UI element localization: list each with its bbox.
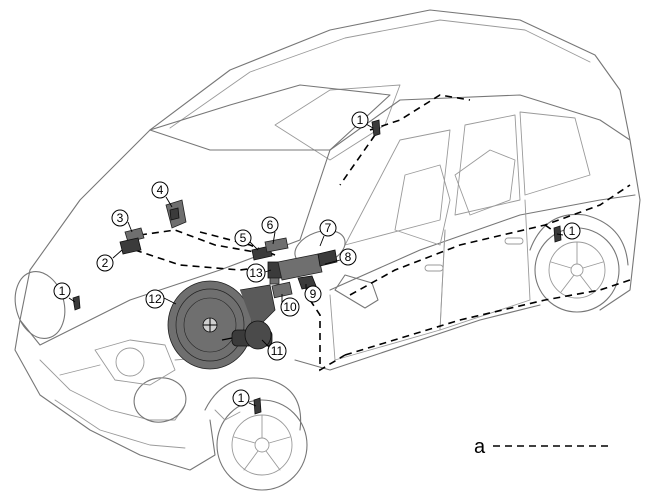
front-wheel	[204, 377, 308, 491]
svg-text:10: 10	[283, 300, 297, 314]
transfer-case	[167, 280, 276, 370]
callout-13: 13	[246, 263, 266, 283]
sill-line	[294, 304, 541, 371]
callout-9: 9	[304, 285, 322, 303]
roof-outline	[149, 9, 631, 141]
callout-2: 2	[96, 254, 114, 272]
callout-3: 3	[111, 209, 129, 227]
vehicle-outline	[14, 9, 641, 491]
wiring-harness	[134, 94, 631, 372]
grille	[39, 359, 186, 421]
wire-lower-link	[134, 249, 256, 271]
door-handle-front	[424, 264, 444, 272]
svg-text:5: 5	[240, 231, 247, 245]
front-seat	[394, 164, 451, 246]
door-handle-rear	[504, 237, 524, 245]
callouts: 1 1 1 1 2 3 4 5	[53, 111, 581, 407]
side-window-front	[344, 129, 451, 246]
callout-11: 11	[267, 341, 287, 361]
svg-text:8: 8	[345, 250, 352, 264]
callout-1-front-wheel: 1	[232, 389, 250, 407]
side-mirror	[334, 274, 379, 309]
headlight-right	[133, 377, 187, 423]
side-body	[329, 94, 641, 311]
control-module-6	[264, 237, 289, 253]
wire-front-link	[139, 229, 256, 253]
legend-label: a	[474, 436, 486, 458]
callout-10: 10	[280, 297, 300, 317]
roof-rail	[169, 19, 591, 129]
svg-text:2: 2	[102, 256, 109, 270]
svg-text:12: 12	[148, 292, 162, 306]
rear-door	[439, 199, 531, 331]
front-axle	[214, 409, 241, 421]
svg-text:9: 9	[310, 287, 317, 301]
beltline	[329, 194, 636, 291]
module-10	[271, 281, 293, 299]
callout-6: 6	[261, 216, 279, 234]
wire-to-rear-sensor	[544, 224, 556, 233]
wire-roof	[369, 94, 471, 131]
rear-seat	[454, 149, 516, 216]
svg-text:11: 11	[271, 344, 284, 358]
module-4-mount	[169, 207, 180, 221]
callout-7: 7	[319, 219, 337, 237]
callout-1-roof: 1	[351, 111, 369, 129]
legend: a	[474, 436, 612, 458]
side-window-quarter	[519, 111, 591, 196]
wire-roof-to-body	[339, 134, 376, 186]
side-window-rear	[454, 114, 521, 216]
callout-5: 5	[234, 229, 252, 247]
callout-1-front-left: 1	[53, 282, 71, 300]
svg-text:1: 1	[59, 284, 66, 298]
wire-to-sensor-front	[309, 299, 346, 372]
callout-8: 8	[339, 248, 357, 266]
windshield	[149, 84, 391, 151]
sensor-1-front-wheel	[253, 397, 262, 415]
components	[72, 119, 562, 415]
wire-center	[199, 231, 276, 256]
callout-1-rear-wheel: 1	[563, 222, 581, 240]
svg-text:7: 7	[325, 221, 332, 235]
lower-intake	[54, 399, 186, 449]
svg-text:1: 1	[357, 113, 364, 127]
svg-text:1: 1	[238, 391, 245, 405]
svg-text:4: 4	[157, 183, 164, 197]
wire-side-sill	[344, 279, 631, 356]
svg-text:1: 1	[569, 224, 576, 238]
front-bumper	[14, 319, 216, 471]
sunroof	[274, 84, 401, 161]
sensor-1-roof	[371, 119, 381, 137]
svg-text:6: 6	[267, 218, 274, 232]
callout-4: 4	[151, 181, 169, 199]
svg-text:13: 13	[249, 266, 263, 280]
sensor-1-front-left	[72, 295, 81, 311]
front-differential	[115, 347, 145, 377]
callout-12: 12	[145, 289, 165, 309]
wire-rear	[349, 184, 631, 296]
relay-3	[124, 227, 145, 243]
control-unit-8	[277, 253, 323, 281]
bracket-13	[269, 277, 280, 285]
svg-text:3: 3	[117, 211, 124, 225]
